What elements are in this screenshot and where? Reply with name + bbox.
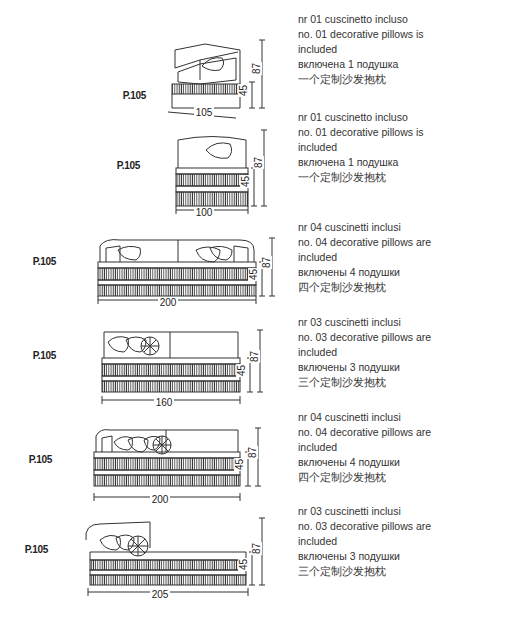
model-code: P.105 (29, 454, 52, 465)
seat-height-dimension: 45 (238, 83, 249, 96)
chinese-note: 四个定制沙发抱枕 (298, 470, 448, 485)
width-dimension: 200 (150, 494, 171, 505)
width-dimension: 105 (194, 107, 215, 118)
total-height-dimension: 87 (247, 445, 258, 458)
total-height-dimension: 87 (251, 541, 262, 554)
russian-note: включены 4 подушки (298, 455, 448, 470)
model-code: P.105 (123, 90, 146, 101)
description-block: nr 03 cuscinetti inclusino. 03 decorativ… (298, 315, 448, 390)
english-note: no. 01 decorative pillows is included (298, 125, 448, 155)
seat-height-dimension: 45 (234, 457, 245, 470)
russian-note: включена 1 подушка (298, 155, 448, 170)
italian-note: nr 04 cuscinetti inclusi (298, 410, 448, 425)
english-note: no. 04 decorative pillows are included (298, 425, 448, 455)
model-code: P.105 (33, 350, 56, 361)
chinese-note: 三个定制沙发抱枕 (298, 375, 448, 390)
chinese-note: 四个定制沙发抱枕 (298, 280, 448, 295)
model-code: P.105 (117, 160, 140, 171)
russian-note: включены 3 подушки (298, 549, 448, 564)
description-block: nr 03 cuscinetti inclusino. 03 decorativ… (298, 504, 448, 579)
width-dimension: 200 (158, 297, 179, 308)
italian-note: nr 04 cuscinetti inclusi (298, 220, 448, 235)
seat-height-dimension: 45 (240, 174, 251, 187)
total-height-dimension: 87 (249, 349, 260, 362)
total-height-dimension: 87 (253, 155, 264, 168)
description-block: nr 04 cuscinetti inclusino. 04 decorativ… (298, 220, 448, 295)
model-code: P.105 (25, 544, 48, 555)
english-note: no. 01 decorative pillows is included (298, 27, 448, 57)
russian-note: включены 4 подушки (298, 265, 448, 280)
chinese-note: 一个定制沙发抱枕 (298, 170, 448, 185)
italian-note: nr 01 cuscinetto incluso (298, 12, 448, 27)
russian-note: включена 1 подушка (298, 57, 448, 72)
english-note: no. 03 decorative pillows are included (298, 330, 448, 360)
width-dimension: 160 (154, 397, 175, 408)
description-block: nr 01 cuscinetto inclusono. 01 decorativ… (298, 12, 448, 87)
italian-note: nr 01 cuscinetto incluso (298, 110, 448, 125)
seat-height-dimension: 45 (248, 267, 259, 280)
total-height-dimension: 87 (251, 61, 262, 74)
italian-note: nr 03 cuscinetti inclusi (298, 315, 448, 330)
width-dimension: 205 (150, 589, 171, 600)
width-dimension: 100 (194, 207, 215, 218)
model-code: P.105 (33, 256, 56, 267)
chinese-note: 三个定制沙发抱枕 (298, 564, 448, 579)
description-block: nr 01 cuscinetto inclusono. 01 decorativ… (298, 110, 448, 185)
italian-note: nr 03 cuscinetti inclusi (298, 504, 448, 519)
seat-height-dimension: 45 (238, 557, 249, 570)
english-note: no. 04 decorative pillows are included (298, 235, 448, 265)
russian-note: включены 3 подушки (298, 360, 448, 375)
description-block: nr 04 cuscinetti inclusino. 04 decorativ… (298, 410, 448, 485)
chinese-note: 一个定制沙发抱枕 (298, 72, 448, 87)
english-note: no. 03 decorative pillows are included (298, 519, 448, 549)
total-height-dimension: 87 (261, 255, 272, 268)
seat-height-dimension: 45 (236, 363, 247, 376)
